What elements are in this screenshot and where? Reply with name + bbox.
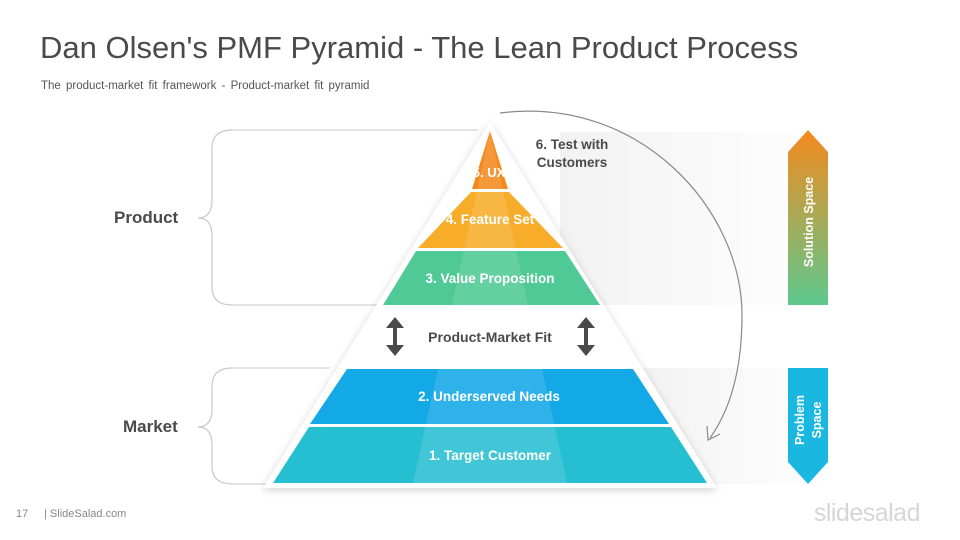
level-ux <box>472 131 508 189</box>
level-target-customer <box>273 427 707 483</box>
level-feature-set-label: 4. Feature Set <box>446 212 535 227</box>
left-double-arrow-icon <box>386 317 404 356</box>
solution-space-label: Solution Space <box>802 177 816 267</box>
right-double-arrow-icon <box>577 317 595 356</box>
level-target-customer-label: 1. Target Customer <box>429 448 552 463</box>
test-customers-label-line1: 6. Test with <box>536 137 609 152</box>
page-number: 17 <box>16 508 29 520</box>
feedback-curve-arrow <box>499 110 743 439</box>
brand-logo: slidesalad <box>813 499 921 527</box>
level-ux-label: 5. UX <box>473 165 506 180</box>
solution-space-arrow <box>788 130 828 305</box>
problem-space-arrow <box>788 368 828 484</box>
product-group-label: Product <box>114 208 179 227</box>
market-brace <box>197 367 233 485</box>
slide-subtitle: The product-market fit framework - Produ… <box>41 80 370 92</box>
problem-space-label-line1: Problem <box>793 395 807 445</box>
level-value-proposition-label: 3. Value Proposition <box>425 271 554 286</box>
problem-space-label-line2: Space <box>810 402 824 439</box>
level-feature-set <box>418 192 563 248</box>
solution-band <box>560 132 830 305</box>
feedback-arrowhead-icon <box>706 425 721 441</box>
level-value-proposition <box>383 251 600 305</box>
test-customers-label-line2: Customers <box>537 155 608 170</box>
pyramid-highlight <box>413 131 567 483</box>
market-group-label: Market <box>123 417 178 436</box>
footer-site: | SlideSalad.com <box>44 508 127 520</box>
level-underserved-needs <box>310 369 669 424</box>
level-underserved-needs-label: 2. Underserved Needs <box>418 389 560 404</box>
product-market-fit-label: Product-Market Fit <box>428 329 552 345</box>
product-brace <box>197 129 233 306</box>
slide-title: Dan Olsen's PMF Pyramid - The Lean Produ… <box>40 30 799 65</box>
